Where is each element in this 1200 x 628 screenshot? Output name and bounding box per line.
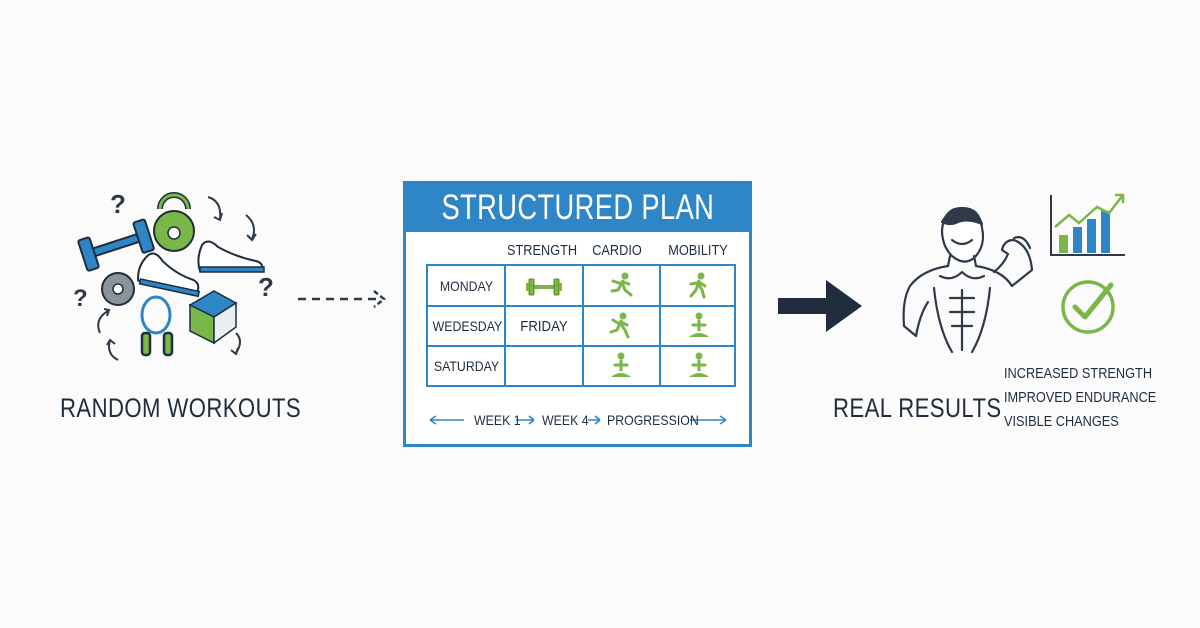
jump-rope-icon: [140, 295, 174, 357]
result-item: IMPROVED ENDURANCE: [1004, 389, 1157, 406]
result-item: VISIBLE CHANGES: [1004, 413, 1119, 430]
column-header-mobility: MOBILITY: [668, 242, 728, 259]
plan-title-bar: STRUCTURED PLAN: [406, 184, 749, 232]
dashed-arrow-icon: [298, 290, 387, 308]
runner-icon: [610, 272, 633, 297]
weight-plate-icon: [101, 272, 135, 306]
result-item: INCREASED STRENGTH: [1004, 365, 1153, 382]
column-header-cardio: CARDIO: [592, 242, 642, 259]
strength-cell-row-2: FRIDAY: [520, 318, 568, 335]
curved-arrow-icon: [97, 196, 257, 361]
svg-text:?: ?: [110, 189, 126, 219]
runner-icon: [689, 272, 707, 299]
svg-text:?: ?: [73, 285, 88, 312]
results-list: INCREASED STRENGTH IMPROVED ENDURANCE VI…: [1004, 362, 1183, 434]
plan-title: STRUCTURED PLAN: [441, 188, 714, 227]
day-label-row-3: SATURDAY: [433, 358, 500, 374]
question-mark-icon: ? ? ?: [73, 189, 274, 312]
dumbbell-icon: [77, 218, 155, 272]
random-workouts-label: RANDOM WORKOUTS: [60, 393, 302, 423]
solid-arrow-icon: [778, 280, 862, 332]
day-label-row-2: WEDESDAY: [432, 318, 503, 334]
kettlebell-icon: [153, 192, 195, 252]
food-box-icon: [188, 290, 238, 345]
real-results-label: REAL RESULTS: [833, 393, 1002, 423]
structured-plan-card: STRUCTURED PLAN STRENGTH CARDIO MOBILITY…: [403, 181, 752, 447]
random-workouts-cluster: ? ? ?: [73, 189, 274, 361]
day-label-row-1: MONDAY: [439, 278, 494, 294]
muscular-athlete-icon: [902, 206, 1034, 354]
svg-text:?: ?: [258, 272, 274, 302]
check-circle-icon: [1061, 280, 1115, 334]
yoga-icon: [689, 352, 709, 377]
schedule-grid: MONDAY WEDESDAY FRIDAY SATUR: [426, 264, 736, 387]
dumbbell-icon: [526, 278, 562, 296]
timeline-arrows: [429, 415, 727, 425]
progression-timeline: WEEK 1 WEEK 4 PROGRESSION: [426, 408, 736, 432]
bar-chart-up-icon: [1050, 193, 1125, 256]
yoga-icon: [611, 352, 631, 377]
timeline-progression: PROGRESSION: [607, 412, 699, 428]
column-header-strength: STRENGTH: [507, 242, 578, 259]
yoga-icon: [689, 312, 709, 337]
timeline-week-1: WEEK 1: [474, 412, 521, 428]
sneaker-icon: [137, 240, 265, 298]
runner-icon: [609, 312, 630, 339]
timeline-week-4: WEEK 4: [542, 412, 589, 428]
